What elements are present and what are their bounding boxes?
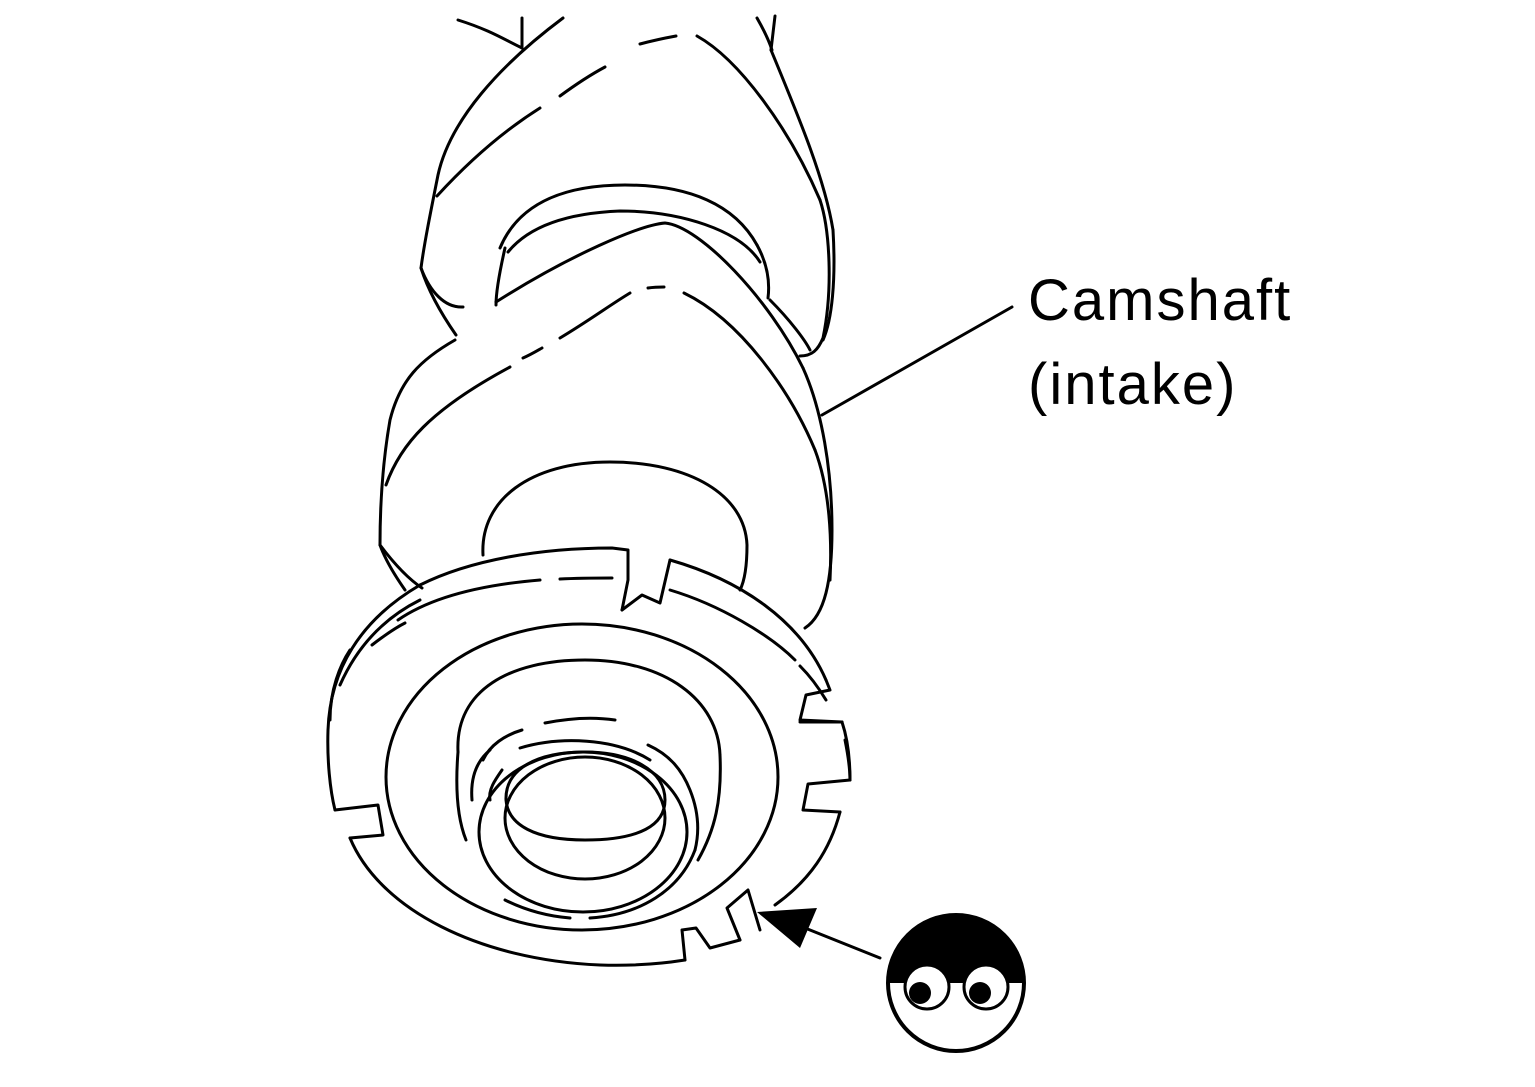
camshaft-label-line2: (intake) [1028,352,1237,417]
arrow-head-icon [757,908,817,948]
inspection-arrow [757,908,882,960]
journal-upper [494,183,771,307]
label-leader-line [820,305,1014,417]
journal-lower [481,460,749,592]
cam-lobe-upper [419,14,836,358]
sprocket-face [384,622,780,932]
camshaft-body [326,14,852,967]
eyes-look-icon [886,913,1026,1053]
camshaft-label-line1: Camshaft [1028,268,1292,333]
sprocket-flange [326,546,852,967]
cam-lobe-lower [378,221,834,630]
